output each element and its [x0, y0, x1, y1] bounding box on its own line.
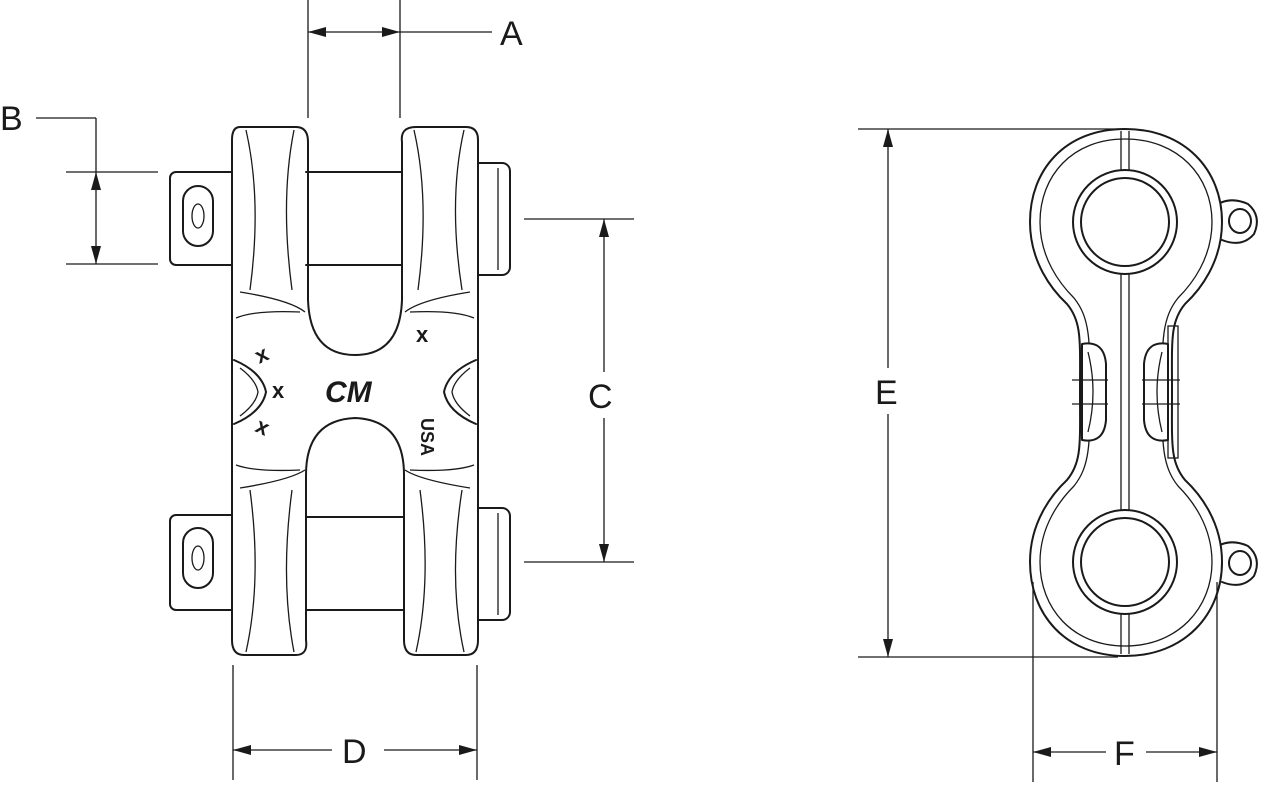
left-waist-boss	[1072, 342, 1108, 442]
left-pin-head-bottom	[169, 514, 239, 611]
dimension-d-label: D	[342, 733, 367, 771]
dimension-e: E	[858, 128, 1118, 658]
dimension-c: C	[524, 218, 634, 563]
right-waist-notch	[443, 359, 477, 425]
x-mark: x	[416, 322, 429, 347]
prong-detail-lines	[235, 129, 475, 653]
top-lug	[1211, 199, 1258, 244]
dimension-a: A	[307, 0, 523, 118]
dimension-f-label: F	[1114, 735, 1135, 773]
dimension-b-label: B	[0, 100, 23, 138]
bottom-lug	[1211, 541, 1258, 586]
top-bore	[1072, 169, 1178, 275]
x-mark: x	[272, 378, 285, 403]
dimension-c-label: C	[588, 378, 613, 416]
front-view: CM x x x x USA	[169, 126, 511, 656]
side-view	[1029, 128, 1258, 657]
logo-text: CM	[325, 376, 373, 409]
dimension-a-label: A	[500, 15, 523, 53]
bottom-bore	[1072, 509, 1178, 615]
right-waist-boss	[1142, 325, 1180, 459]
dimension-d: D	[232, 665, 478, 780]
left-pin-head-top	[169, 171, 239, 266]
link-body	[231, 126, 479, 656]
left-waist-notch	[233, 359, 267, 425]
top-pin	[305, 171, 403, 266]
dimension-b: B	[0, 100, 158, 265]
country-marking: USA	[417, 418, 437, 456]
dimension-e-label: E	[875, 374, 898, 412]
side-body-outline	[1029, 128, 1223, 657]
dimension-f: F	[1032, 582, 1218, 782]
bottom-pin	[305, 516, 405, 611]
